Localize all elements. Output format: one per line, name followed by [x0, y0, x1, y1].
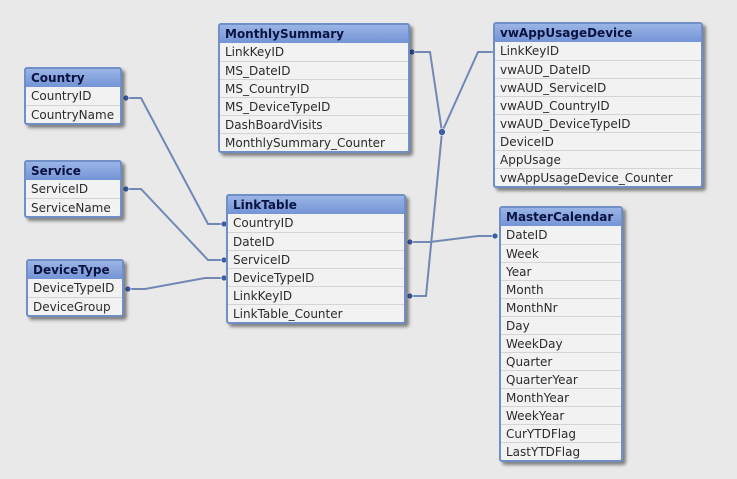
table-title[interactable]: DeviceType — [28, 261, 122, 279]
field-row[interactable]: ServiceID — [31, 182, 89, 196]
link-endpoint — [406, 292, 414, 300]
field-row[interactable]: LinkKeyID — [500, 44, 560, 58]
field-row[interactable]: MonthYear — [501, 388, 621, 406]
field-list: ServiceID ServiceName — [26, 180, 120, 216]
field-row[interactable]: MonthlySummary_Counter — [220, 133, 408, 151]
field-row[interactable]: vwAUD_ServiceID — [495, 78, 701, 96]
table-title[interactable]: MonthlySummary — [220, 25, 408, 43]
field-row[interactable]: QuarterYear — [501, 370, 621, 388]
field-row[interactable]: MonthNr — [501, 298, 621, 316]
field-row[interactable]: MS_DeviceTypeID — [220, 97, 408, 115]
field-row[interactable]: Day — [501, 316, 621, 334]
field-row[interactable]: DeviceGroup — [28, 297, 122, 315]
field-list: DeviceTypeID DeviceGroup — [28, 279, 122, 315]
field-row[interactable]: DashBoardVisits — [220, 115, 408, 133]
association-line — [126, 188, 224, 261]
field-row[interactable]: WeekYear — [501, 406, 621, 424]
field-row[interactable]: vwAppUsageDevice_Counter — [495, 168, 701, 186]
field-row[interactable]: DateID — [506, 228, 548, 242]
link-endpoint — [122, 185, 130, 193]
field-row[interactable]: Year — [501, 262, 621, 280]
link-endpoint — [438, 128, 446, 136]
table-title[interactable]: Service — [26, 162, 120, 180]
field-row[interactable]: WeekDay — [501, 334, 621, 352]
table-country[interactable]: Country CountryID CountryName — [24, 67, 122, 125]
field-row[interactable]: Week — [501, 244, 621, 262]
field-row[interactable]: LinkKeyID — [228, 286, 404, 304]
field-row[interactable]: Quarter — [501, 352, 621, 370]
field-row[interactable]: MS_CountryID — [220, 79, 408, 97]
field-row[interactable]: DateID — [228, 232, 404, 250]
field-row[interactable]: vwAUD_CountryID — [495, 96, 701, 114]
field-list: CountryID CountryName — [26, 87, 120, 123]
field-row[interactable]: Month — [501, 280, 621, 298]
field-row[interactable]: DeviceTypeID — [228, 268, 404, 286]
association-line — [412, 51, 443, 133]
field-row[interactable]: vwAUD_DateID — [495, 60, 701, 78]
field-row[interactable]: LinkTable_Counter — [228, 304, 404, 322]
field-row[interactable]: AppUsage — [495, 150, 701, 168]
association-line — [128, 277, 224, 290]
association-line — [126, 97, 224, 225]
field-row[interactable]: ServiceID — [228, 250, 404, 268]
field-row[interactable]: LastYTDFlag — [501, 442, 621, 460]
association-line — [410, 235, 495, 243]
field-row[interactable]: CurYTDFlag — [501, 424, 621, 442]
table-title[interactable]: vwAppUsageDevice — [495, 24, 701, 42]
field-row[interactable]: DeviceTypeID — [33, 281, 115, 295]
table-title[interactable]: MasterCalendar — [501, 208, 621, 226]
link-endpoint — [406, 238, 414, 246]
association-line — [410, 131, 443, 297]
field-row[interactable]: CountryName — [26, 105, 120, 123]
link-endpoint — [122, 94, 130, 102]
table-title[interactable]: LinkTable — [228, 196, 404, 214]
association-line — [441, 51, 495, 133]
field-row[interactable]: MS_DateID — [220, 61, 408, 79]
field-row[interactable]: vwAUD_DeviceTypeID — [495, 114, 701, 132]
link-endpoint — [491, 232, 499, 240]
field-row[interactable]: ServiceName — [26, 198, 120, 216]
field-row[interactable]: DeviceID — [495, 132, 701, 150]
field-row[interactable]: CountryID — [31, 89, 92, 103]
link-endpoint — [124, 285, 132, 293]
table-service[interactable]: Service ServiceID ServiceName — [24, 160, 122, 218]
field-row[interactable]: CountryID — [233, 216, 294, 230]
table-title[interactable]: Country — [26, 69, 120, 87]
table-devicetype[interactable]: DeviceType DeviceTypeID DeviceGroup — [26, 259, 124, 317]
field-row[interactable]: LinkKeyID — [225, 45, 285, 59]
